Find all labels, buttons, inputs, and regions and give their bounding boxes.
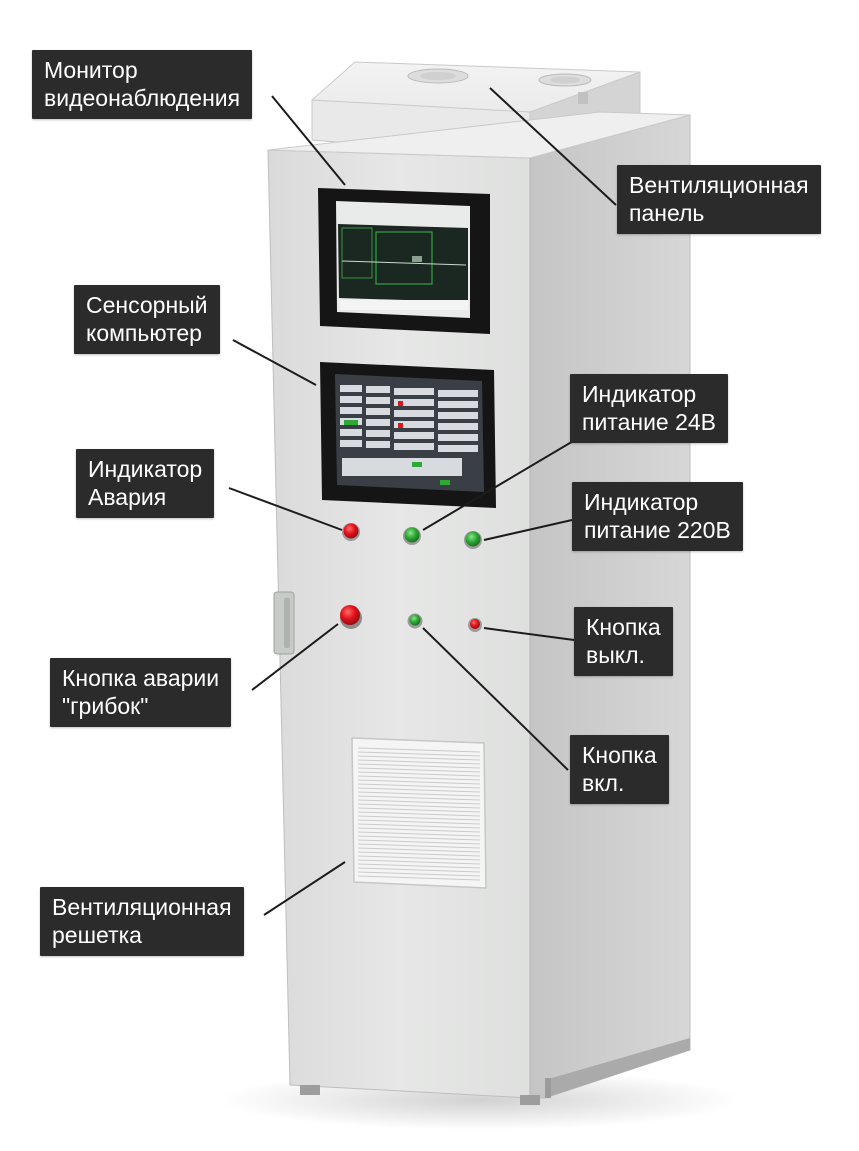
alarm-indicator xyxy=(342,523,360,541)
monitor-callout-line1: Монитор xyxy=(44,57,138,83)
grille-slat xyxy=(357,859,481,865)
grille-slat xyxy=(357,811,481,817)
on-button xyxy=(407,613,423,629)
grille-slat xyxy=(357,799,481,805)
grille-slat xyxy=(357,863,481,869)
emergency-mushroom-button xyxy=(340,605,362,629)
grille-slat xyxy=(357,747,481,753)
vent-grille-callout-line2: решетка xyxy=(52,922,142,948)
grille-slat xyxy=(357,771,481,777)
ind-24v-callout-line1: Индикатор xyxy=(582,381,697,407)
btn-off-callout: Кнопка выкл. xyxy=(574,607,673,676)
ind-24v-callout-line2: питание 24В xyxy=(582,409,717,435)
ind-220v-callout-line1: Индикатор xyxy=(584,489,699,515)
monitor-callout-line2: видеонаблюдения xyxy=(44,85,241,111)
surveillance-monitor xyxy=(318,188,490,334)
grille-slat xyxy=(357,807,481,813)
grille-slat xyxy=(357,795,481,801)
btn-emergency-callout-line1: Кнопка аварии xyxy=(62,665,220,691)
ind-alarm-callout-line1: Индикатор xyxy=(88,456,203,482)
power-220v-indicator xyxy=(464,531,482,549)
ind-24v-callout: Индикатор питание 24В xyxy=(570,374,729,443)
grille-slat xyxy=(357,775,481,781)
btn-emergency-callout-line2: "грибок" xyxy=(62,693,149,719)
grille-slat xyxy=(357,839,481,845)
ind-220v-callout-line2: питание 220В xyxy=(584,517,731,543)
ventilation-grille xyxy=(351,737,487,889)
grille-slat xyxy=(357,767,481,773)
touch-pc-callout-line2: компьютер xyxy=(86,320,202,346)
touch-pc-callout: Сенсорный компьютер xyxy=(74,285,220,354)
btn-emergency-callout: Кнопка аварии "грибок" xyxy=(50,658,232,727)
grille-slat xyxy=(357,791,481,797)
grille-slat xyxy=(357,823,481,829)
grille-slat xyxy=(357,835,481,841)
grille-slat xyxy=(357,875,481,881)
grille-slat xyxy=(357,779,481,785)
grille-slat xyxy=(357,783,481,789)
grille-slat xyxy=(357,871,481,877)
touch-pc-callout-line1: Сенсорный xyxy=(86,292,208,318)
grille-slat xyxy=(357,759,481,765)
btn-off-callout-line1: Кнопка xyxy=(586,614,661,640)
btn-on-callout-line2: вкл. xyxy=(582,770,625,796)
grille-slat xyxy=(357,819,481,825)
vent-panel-callout-line1: Вентиляционная xyxy=(629,172,809,198)
grille-slat xyxy=(357,787,481,793)
grille-slat xyxy=(357,827,481,833)
ind-220v-callout: Индикатор питание 220В xyxy=(572,482,743,551)
ind-alarm-callout-line2: Авария xyxy=(88,484,167,510)
power-24v-indicator xyxy=(403,527,421,545)
vent-grille-callout-line1: Вентиляционная xyxy=(52,894,232,920)
grille-slat xyxy=(357,763,481,769)
btn-off-callout-line2: выкл. xyxy=(586,642,645,668)
grille-slat xyxy=(357,867,481,873)
ind-alarm-callout: Индикатор Авария xyxy=(76,449,215,518)
grille-slat xyxy=(357,855,481,861)
leader-lines xyxy=(228,87,617,916)
vent-grille-callout: Вентиляционная решетка xyxy=(40,887,244,956)
grille-slat xyxy=(357,815,481,821)
btn-on-callout-line1: Кнопка xyxy=(582,742,657,768)
grille-slat xyxy=(357,831,481,837)
monitor-callout: Монитор видеонаблюдения xyxy=(32,50,253,119)
grille-slat xyxy=(357,751,481,757)
grille-slat xyxy=(357,843,481,849)
grille-slat xyxy=(357,847,481,853)
grille-slat xyxy=(357,755,481,761)
vent-panel-callout-line2: панель xyxy=(629,200,705,226)
off-button xyxy=(468,618,482,632)
grille-slat xyxy=(357,803,481,809)
touch-computer xyxy=(320,362,496,508)
btn-on-callout: Кнопка вкл. xyxy=(570,735,669,804)
grille-slat xyxy=(357,851,481,857)
vent-panel-callout: Вентиляционная панель xyxy=(617,165,821,234)
